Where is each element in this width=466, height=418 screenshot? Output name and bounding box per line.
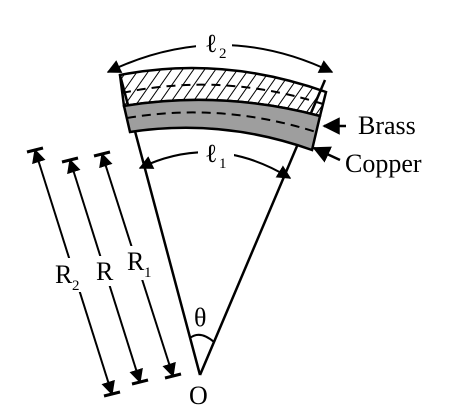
theta-label: θ bbox=[194, 303, 206, 332]
copper-label: Copper bbox=[345, 149, 422, 178]
l2-subscript: 2 bbox=[219, 46, 227, 62]
r-label: R bbox=[96, 257, 114, 286]
l1-label: ℓ bbox=[205, 139, 217, 168]
brass-label: Brass bbox=[358, 111, 416, 140]
r1-label: R bbox=[127, 247, 145, 276]
l1-subscript: 1 bbox=[219, 156, 227, 172]
r1-subscript: 1 bbox=[144, 265, 152, 281]
copper-pointer-arrow bbox=[312, 146, 341, 163]
theta-angle-arc bbox=[189, 333, 215, 343]
r2-subscript: 2 bbox=[72, 278, 80, 294]
l2-label: ℓ bbox=[205, 29, 217, 58]
origin-label: O bbox=[189, 381, 208, 410]
copper-midline bbox=[126, 111, 317, 133]
r2-label: R bbox=[55, 260, 73, 289]
